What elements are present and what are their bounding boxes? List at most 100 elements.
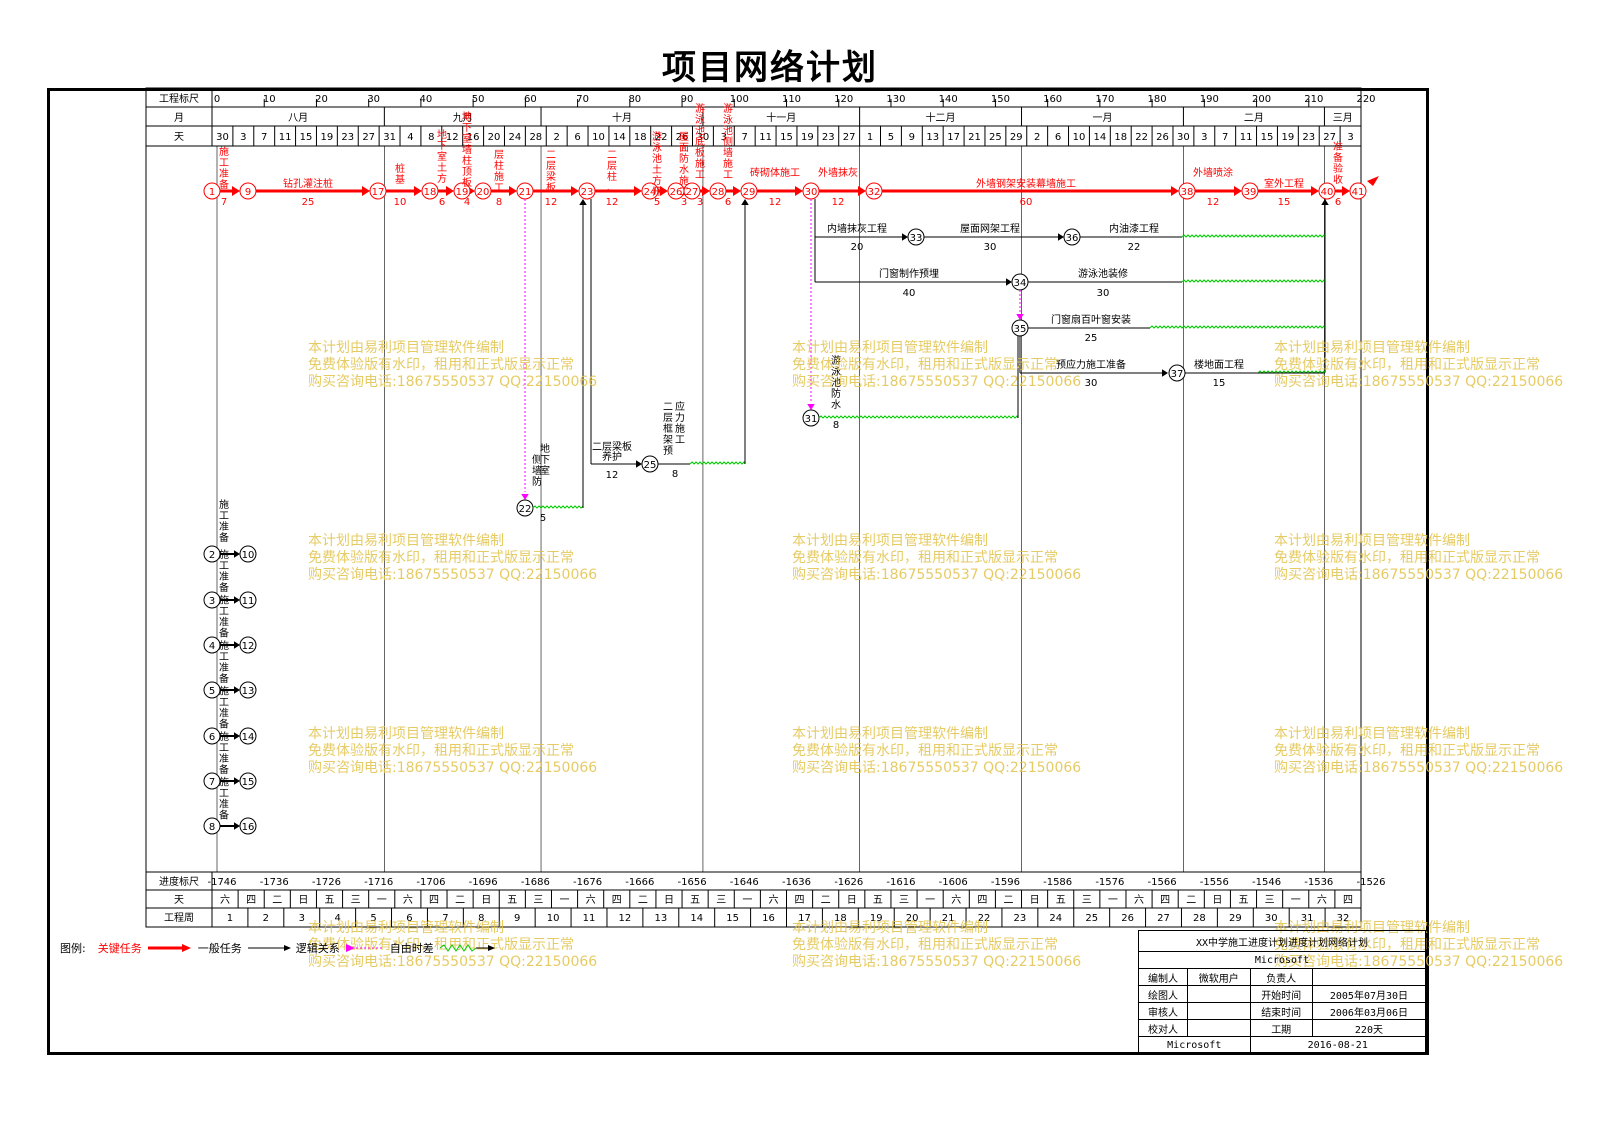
progress-tick: -1656	[678, 877, 707, 888]
day-number: 8	[428, 132, 434, 143]
vertical-label-char: 准	[219, 753, 229, 765]
week-number: 29	[1229, 913, 1242, 924]
week-number: 21	[942, 913, 955, 924]
scale-tick: 50	[472, 94, 485, 105]
node-circle	[1241, 182, 1259, 200]
node-circle	[239, 636, 257, 654]
node-number: 2	[209, 550, 215, 561]
week-number: 13	[654, 913, 667, 924]
weekday-name: 一	[925, 895, 935, 906]
month-name: 八月	[288, 112, 308, 124]
weekday-name: 五	[690, 895, 700, 906]
node-circle	[453, 182, 471, 200]
day-number: 2	[554, 132, 560, 143]
node: 14	[239, 727, 257, 745]
general-task-duration: 25	[1085, 333, 1098, 344]
reviewer-label: 审核人	[1137, 1002, 1189, 1020]
logic-arrow-head	[521, 494, 529, 500]
general-arrow-head	[1006, 278, 1012, 286]
general-arrow-head	[234, 550, 240, 558]
legend: 图例: 关键任务 一般任务 逻辑关系 自由时差	[60, 940, 498, 956]
vertical-label-char: 板	[695, 146, 705, 159]
vertical-label-char: 室	[462, 132, 472, 145]
free-float-wave	[1181, 234, 1326, 238]
scale-tick: 150	[991, 94, 1010, 105]
legend-float-line	[439, 944, 495, 952]
vertical-label-char: 层	[546, 160, 556, 172]
vertical-label-char: 准	[1333, 141, 1343, 153]
vertical-label-char: 工	[675, 435, 685, 446]
day-number: 19	[801, 132, 814, 143]
vertical-label-char: 地	[540, 442, 550, 455]
node: 27	[683, 182, 701, 200]
vertical-label-char: 下	[437, 141, 447, 152]
vertical-label-char: 施	[219, 639, 229, 652]
day-number: 27	[1323, 132, 1336, 143]
critical-task-name: 二层梁板	[546, 150, 556, 194]
vertical-label-char: 水	[679, 164, 689, 176]
node: 23	[578, 182, 596, 200]
weekday-name: 三	[899, 895, 909, 906]
node: 17	[369, 182, 387, 200]
side-task-name: 施工准备	[219, 685, 229, 731]
scale-tick: 130	[886, 94, 905, 105]
node-number: 9	[245, 187, 251, 198]
node-number: 24	[644, 187, 657, 198]
side-task-name: 施工准备	[219, 776, 229, 822]
weekday-name: 一	[560, 895, 570, 906]
node: 7	[203, 772, 221, 790]
day-number: 28	[529, 132, 542, 143]
vertical-label-char: 工	[695, 170, 705, 181]
weekday-name: 日	[481, 895, 491, 906]
general-task-name: 游泳池装修	[1078, 267, 1128, 280]
general-arrow-head	[234, 596, 240, 604]
node-number: 20	[477, 187, 490, 198]
node-number: 23	[581, 187, 594, 198]
info-table: XX中学施工进度计划进度计划网络计划 Microsoft 编制人微软用户负责人 …	[1137, 930, 1427, 1054]
scale-tick: 70	[576, 94, 589, 105]
weekday-name: 三	[351, 895, 361, 906]
scale-tick: 140	[939, 94, 958, 105]
day-number: 17	[947, 132, 960, 143]
day-number: 11	[759, 132, 772, 143]
vertical-label-char: 施	[723, 157, 733, 170]
node-number: 19	[456, 187, 469, 198]
week-number: 25	[1085, 913, 1098, 924]
week-number: 9	[514, 913, 520, 924]
node: 37	[1168, 364, 1186, 382]
week-number: 27	[1157, 913, 1170, 924]
vertical-label-char: 泳	[723, 114, 733, 126]
weekday-name: 二	[1003, 895, 1013, 906]
legend-logic-arrow	[345, 944, 384, 952]
critical-task-duration: 6	[725, 197, 731, 208]
scale-tick: 210	[1304, 94, 1323, 105]
node-circle	[421, 182, 439, 200]
legend-float-label: 自由时差	[389, 942, 434, 955]
node: 22	[516, 499, 534, 517]
weekday-name: 四	[977, 895, 987, 906]
node: 28	[709, 182, 727, 200]
vertical-label-char: 层	[663, 412, 673, 424]
vertical-label-char: 施	[675, 422, 685, 435]
drawer-label: 绘图人	[1137, 985, 1189, 1003]
weekday-name: 日	[664, 895, 674, 906]
weekday-name: 二	[272, 895, 282, 906]
vertical-label-char: 框	[663, 422, 673, 435]
vertical-label-char: 土	[652, 163, 662, 176]
vertical-label-char: 力	[675, 411, 685, 424]
vertical-label-char: 面	[679, 143, 689, 154]
start-value: 2005年07月30日	[1311, 985, 1427, 1003]
day-number: 18	[634, 132, 647, 143]
node-number: 35	[1014, 324, 1027, 335]
node: 2	[203, 545, 221, 563]
node-number: 14	[242, 732, 255, 743]
vertical-label-char: 柱	[462, 154, 472, 167]
general-task-name: 门窗扇百叶窗安装	[1051, 313, 1131, 326]
progress-tick: -1686	[521, 877, 550, 888]
legend-logic-label: 逻辑关系	[295, 942, 340, 955]
